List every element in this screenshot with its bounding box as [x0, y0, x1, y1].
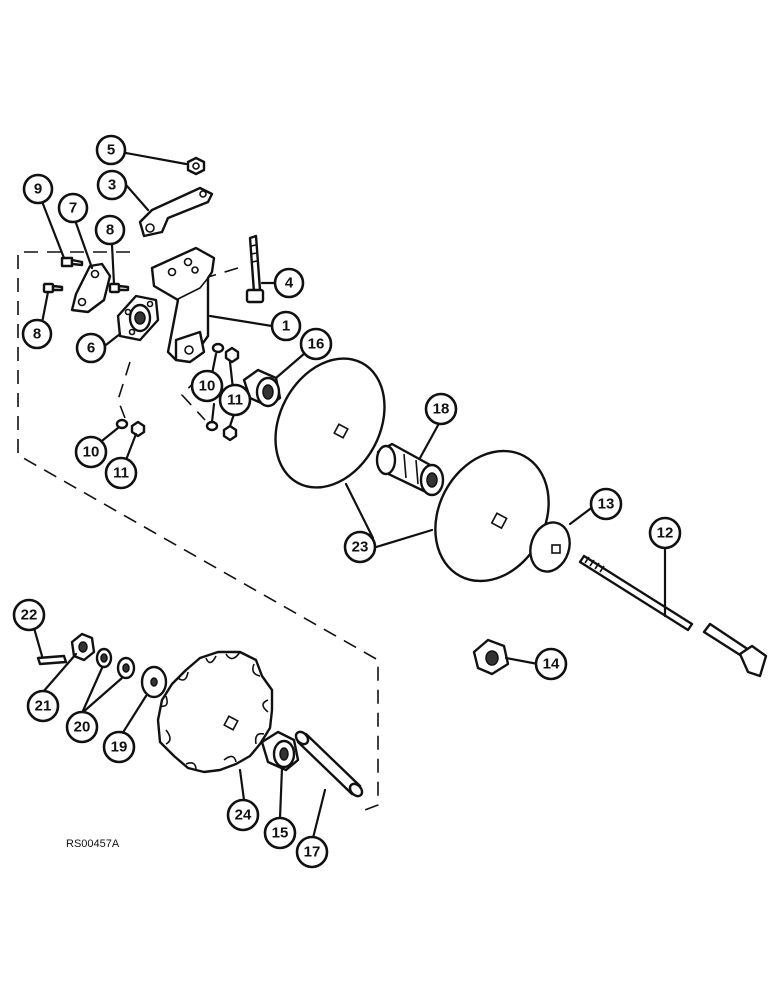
- part-13-washer: [529, 521, 571, 573]
- callout-22: 22: [12, 598, 46, 632]
- part-20-washer-a: [95, 647, 113, 669]
- callout-13-label: 13: [598, 496, 615, 513]
- part-9-bolt: [60, 256, 84, 268]
- part-23-disc-rear: [434, 449, 550, 583]
- callout-11-upper: 11: [218, 383, 252, 417]
- callout-18: 18: [424, 392, 458, 426]
- part-11-nut-lower-bracket: [222, 424, 238, 442]
- callout-22-label: 22: [21, 607, 38, 624]
- part-22-pin: [36, 654, 68, 666]
- callout-12-label: 12: [657, 525, 674, 542]
- callout-3-label: 3: [108, 177, 116, 194]
- callout-18-label: 18: [433, 401, 450, 418]
- part-10-washer-left: [115, 418, 129, 430]
- callout-10-lower: 10: [74, 435, 108, 469]
- callout-9: 9: [22, 173, 54, 205]
- part-8-bolt-upper: [108, 282, 130, 294]
- part-11-nut-upper: [224, 346, 240, 364]
- callout-10-lower-label: 10: [83, 444, 100, 461]
- part-19-washer: [140, 665, 168, 699]
- callout-13: 13: [589, 487, 623, 521]
- callout-5-label: 5: [107, 142, 115, 159]
- callout-20: 20: [65, 710, 99, 744]
- callout-7: 7: [57, 192, 89, 224]
- callout-20-label: 20: [74, 719, 91, 736]
- part-8-bolt-lower: [42, 282, 64, 294]
- callout-5: 5: [95, 134, 127, 166]
- callout-16-label: 16: [308, 336, 325, 353]
- callout-16: 16: [299, 327, 333, 361]
- callout-23: 23: [343, 530, 377, 564]
- callout-17-label: 17: [304, 844, 321, 861]
- part-17-tube: [294, 730, 364, 798]
- callout-23-label: 23: [352, 539, 369, 556]
- assembly-boundary-line: [17, 251, 379, 811]
- callout-14-label: 14: [543, 656, 560, 673]
- callout-6: 6: [75, 332, 107, 364]
- callout-4: 4: [273, 267, 305, 299]
- callout-24: 24: [226, 798, 260, 832]
- part-6-bearing: [116, 294, 160, 342]
- part-10-washer-lower-bracket: [205, 420, 219, 432]
- part-11-nut-left: [130, 420, 146, 438]
- callout-9-label: 9: [34, 181, 42, 198]
- callout-10-upper: 10: [190, 369, 224, 403]
- callout-8-upper-label: 8: [106, 222, 114, 239]
- part-15-hub: [260, 730, 300, 772]
- callout-7-label: 7: [69, 200, 77, 217]
- callout-6-label: 6: [87, 340, 95, 357]
- callout-1-label: 1: [282, 318, 290, 335]
- figure-reference-code: RS00457A: [66, 838, 120, 850]
- callout-14: 14: [534, 647, 568, 681]
- callout-15: 15: [263, 816, 297, 850]
- part-4-bolt: [245, 234, 265, 304]
- part-10-washer-upper: [211, 342, 225, 354]
- callout-10-upper-label: 10: [199, 378, 216, 395]
- callout-21-label: 21: [35, 698, 52, 715]
- callout-24-label: 24: [235, 807, 252, 824]
- part-3-arm: [138, 186, 214, 238]
- callout-19: 19: [102, 730, 136, 764]
- callout-17: 17: [295, 835, 329, 869]
- callout-12: 12: [648, 516, 682, 550]
- part-5-nut: [186, 156, 206, 176]
- part-1-bracket: [150, 246, 216, 364]
- part-24-notched-disc: [156, 650, 274, 774]
- callout-19-label: 19: [111, 739, 128, 756]
- callout-1: 1: [270, 310, 302, 342]
- callout-8-upper: 8: [94, 214, 126, 246]
- callout-4-label: 4: [285, 275, 294, 292]
- callout-11-lower-label: 11: [113, 465, 129, 482]
- callout-11-upper-label: 11: [227, 392, 243, 409]
- part-7-plate: [70, 262, 112, 314]
- callout-21: 21: [26, 689, 60, 723]
- callout-8-lower: 8: [21, 318, 53, 350]
- part-14-nut: [472, 638, 510, 676]
- part-23-disc-front: [274, 357, 386, 489]
- callout-8-lower-label: 8: [33, 326, 41, 343]
- part-20-washer-b: [116, 656, 136, 680]
- part-18-spool: [375, 442, 445, 497]
- callout-11-lower: 11: [104, 456, 138, 490]
- callout-15-label: 15: [272, 825, 289, 842]
- callout-3: 3: [96, 169, 128, 201]
- part-12-axle: [578, 554, 768, 678]
